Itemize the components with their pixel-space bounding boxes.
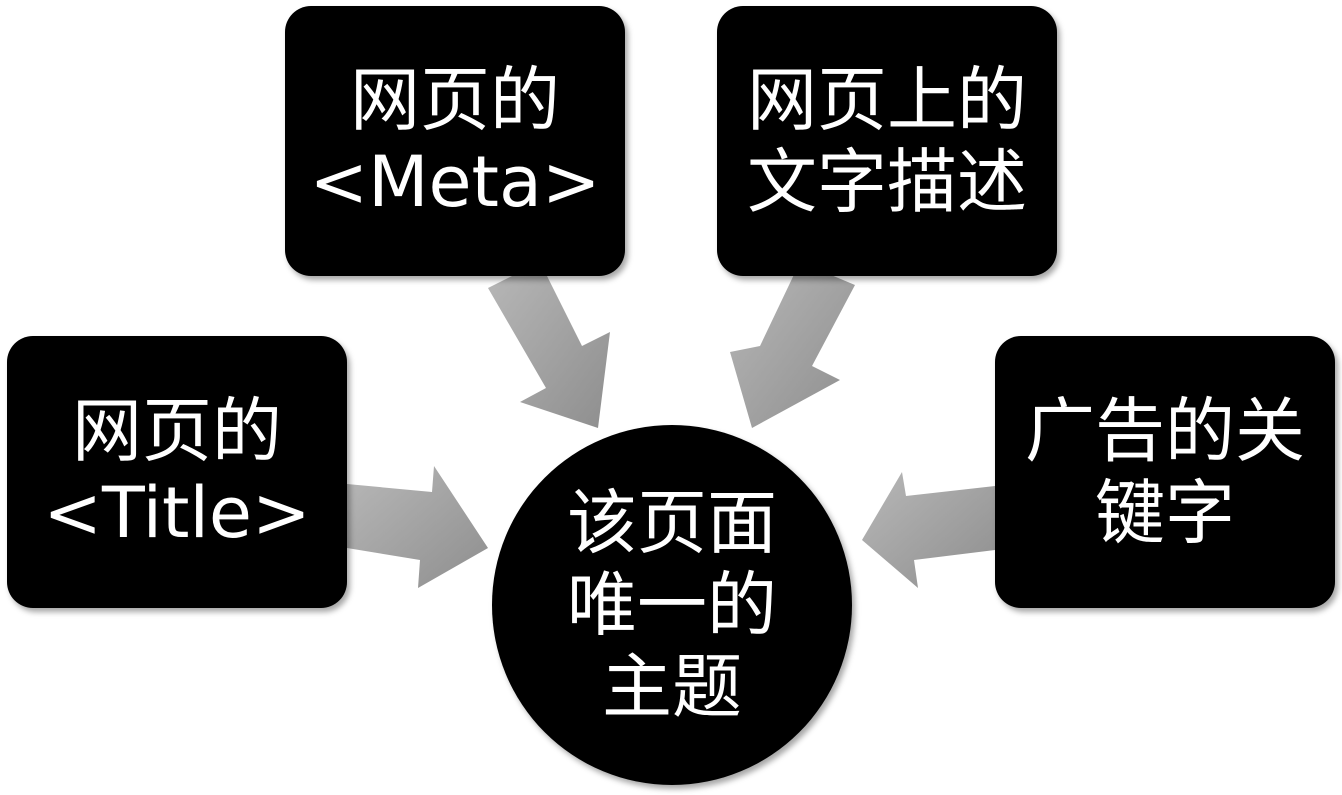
- ad-keywords-node-line-2: 键字: [1095, 472, 1235, 554]
- page-text-node: 网页上的 文字描述: [717, 6, 1057, 276]
- unique-topic-line-1: 该页面: [567, 482, 777, 564]
- page-text-node-line-1: 网页上的: [747, 59, 1027, 141]
- meta-node-line-1: 网页的: [350, 59, 560, 141]
- title-node-line-2: <Title>: [43, 472, 311, 554]
- unique-topic-line-3: 主题: [602, 646, 742, 728]
- unique-topic-node: 该页面 唯一的 主题: [492, 425, 852, 785]
- page-text-node-line-2: 文字描述: [747, 141, 1027, 223]
- ad-keywords-node-line-1: 广告的关: [1025, 390, 1305, 472]
- arrow-title-to-center: [347, 466, 488, 588]
- title-node: 网页的 <Title>: [7, 336, 347, 608]
- arrow-meta-to-center: [488, 262, 610, 428]
- meta-node: 网页的 <Meta>: [285, 6, 625, 276]
- arrow-ads-to-center: [862, 472, 995, 588]
- title-node-line-1: 网页的: [72, 390, 282, 472]
- arrow-text-to-center: [730, 262, 855, 428]
- meta-node-line-2: <Meta>: [309, 141, 601, 223]
- ad-keywords-node: 广告的关 键字: [995, 336, 1335, 608]
- unique-topic-line-2: 唯一的: [567, 564, 777, 646]
